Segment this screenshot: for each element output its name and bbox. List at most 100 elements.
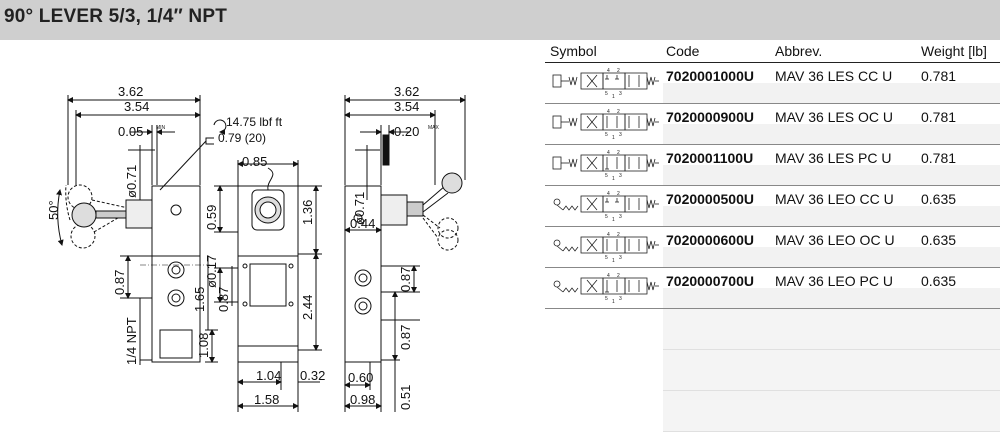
row-weight: 0.781 <box>921 109 957 125</box>
dim-front-bottom: 1.08 <box>196 333 211 358</box>
dim-front-dia: ø0.71 <box>124 165 139 198</box>
dim-front-port-npt: 1/4 NPT <box>124 317 139 365</box>
row-band <box>663 206 1000 226</box>
svg-text:3: 3 <box>619 132 622 138</box>
row-band <box>663 83 1000 103</box>
dim-side-h-c: 0.51 <box>398 385 413 410</box>
col-abbrev: Abbrev. <box>775 43 823 59</box>
row-abbrev: MAV 36 LEO OC U <box>775 232 895 248</box>
svg-text:5: 5 <box>605 255 608 261</box>
svg-text:4: 4 <box>607 191 610 197</box>
dimension-drawing: 3.62 3.54 0.05 MIN ø0.71 50° 0.87 1/4 NP… <box>0 40 545 419</box>
svg-text:5: 5 <box>605 91 608 97</box>
dim-front-min-gap: 0.05 <box>118 124 143 139</box>
svg-text:2: 2 <box>617 273 620 279</box>
svg-text:2: 2 <box>617 150 620 156</box>
dim-side-bot1: 0.60 <box>348 370 373 385</box>
dim-side-bot-total: 0.98 <box>350 392 375 407</box>
wrench-size: 0.79 (20) <box>218 131 266 145</box>
row-code: 7020001100U <box>666 150 754 166</box>
middle-view <box>207 160 322 412</box>
dim-mid-h1: 0.59 <box>204 205 219 230</box>
dim-mid-bot-total: 1.58 <box>254 392 279 407</box>
dim-front-w-overall: 3.62 <box>118 84 143 99</box>
svg-text:4: 4 <box>607 273 610 279</box>
dim-front-min-label: MIN <box>156 125 166 131</box>
dim-front-angle: 50° <box>46 200 61 220</box>
empty-row <box>663 350 1000 391</box>
row-code: 7020000600U <box>666 232 754 248</box>
row-band <box>663 247 1000 267</box>
row-band <box>663 165 1000 185</box>
row-code: 7020001000U <box>666 68 754 84</box>
row-abbrev: MAV 36 LES PC U <box>775 150 892 166</box>
svg-text:4: 4 <box>607 109 610 115</box>
col-weight: Weight [lb] <box>921 43 987 59</box>
dim-side-dia: ø0.71 <box>352 192 367 225</box>
svg-text:1: 1 <box>612 217 615 222</box>
row-abbrev: MAV 36 LES OC U <box>775 109 894 125</box>
row-abbrev: MAV 36 LES CC U <box>775 68 893 84</box>
svg-text:1: 1 <box>612 299 615 304</box>
dim-mid-side-h: 1.36 <box>300 200 315 225</box>
dim-mid-bot2: 0.32 <box>300 368 325 383</box>
row-weight: 0.635 <box>921 191 957 207</box>
svg-text:3: 3 <box>619 296 622 302</box>
row-band <box>663 288 1000 308</box>
dim-mid-h2: 1.65 <box>192 287 207 312</box>
dim-side-h-b: 0.87 <box>398 325 413 350</box>
svg-text:3: 3 <box>619 91 622 97</box>
row-abbrev: MAV 36 LEO PC U <box>775 273 894 289</box>
svg-text:4: 4 <box>607 68 610 74</box>
svg-text:1: 1 <box>612 94 615 99</box>
section-title: 90° LEVER 5/3, 1/4″ NPT <box>4 6 227 27</box>
dim-mid-bot1: 1.04 <box>256 368 281 383</box>
row-code: 7020000700U <box>666 273 754 289</box>
row-code: 7020000900U <box>666 109 754 125</box>
row-weight: 0.781 <box>921 150 957 166</box>
empty-row <box>663 309 1000 350</box>
dim-side-off: 0.44 <box>350 216 375 231</box>
row-weight: 0.781 <box>921 68 957 84</box>
svg-text:3: 3 <box>619 214 622 220</box>
dim-front-w-body: 3.54 <box>124 99 149 114</box>
dim-mid-top-w: 0.85 <box>242 154 267 169</box>
dim-mid-side-h2: 2.44 <box>300 295 315 320</box>
row-weight: 0.635 <box>921 232 957 248</box>
section-header: 90° LEVER 5/3, 1/4″ NPT <box>0 0 1000 40</box>
row-weight: 0.635 <box>921 273 957 289</box>
svg-text:1: 1 <box>612 176 615 181</box>
svg-text:5: 5 <box>605 173 608 179</box>
svg-text:2: 2 <box>617 232 620 238</box>
row-code: 7020000500U <box>666 191 754 207</box>
svg-text:4: 4 <box>607 232 610 238</box>
svg-text:3: 3 <box>619 173 622 179</box>
side-view <box>344 95 466 412</box>
dim-front-port-a: 0.87 <box>112 270 127 295</box>
svg-text:2: 2 <box>617 191 620 197</box>
dim-side-h-a: 0.87 <box>398 267 413 292</box>
col-symbol: Symbol <box>550 43 597 59</box>
svg-text:1: 1 <box>612 135 615 140</box>
torque-value: 14.75 lbf ft <box>226 115 283 129</box>
svg-text:4: 4 <box>607 150 610 156</box>
dim-mid-dia-small: ø0.17 <box>204 255 219 288</box>
empty-row <box>663 391 1000 432</box>
dim-side-max-label: MAX <box>428 125 440 131</box>
svg-text:5: 5 <box>605 132 608 138</box>
dim-side-w-overall: 3.62 <box>394 84 419 99</box>
svg-text:5: 5 <box>605 296 608 302</box>
svg-text:1: 1 <box>612 258 615 263</box>
dim-mid-h3: 0.87 <box>216 287 231 312</box>
